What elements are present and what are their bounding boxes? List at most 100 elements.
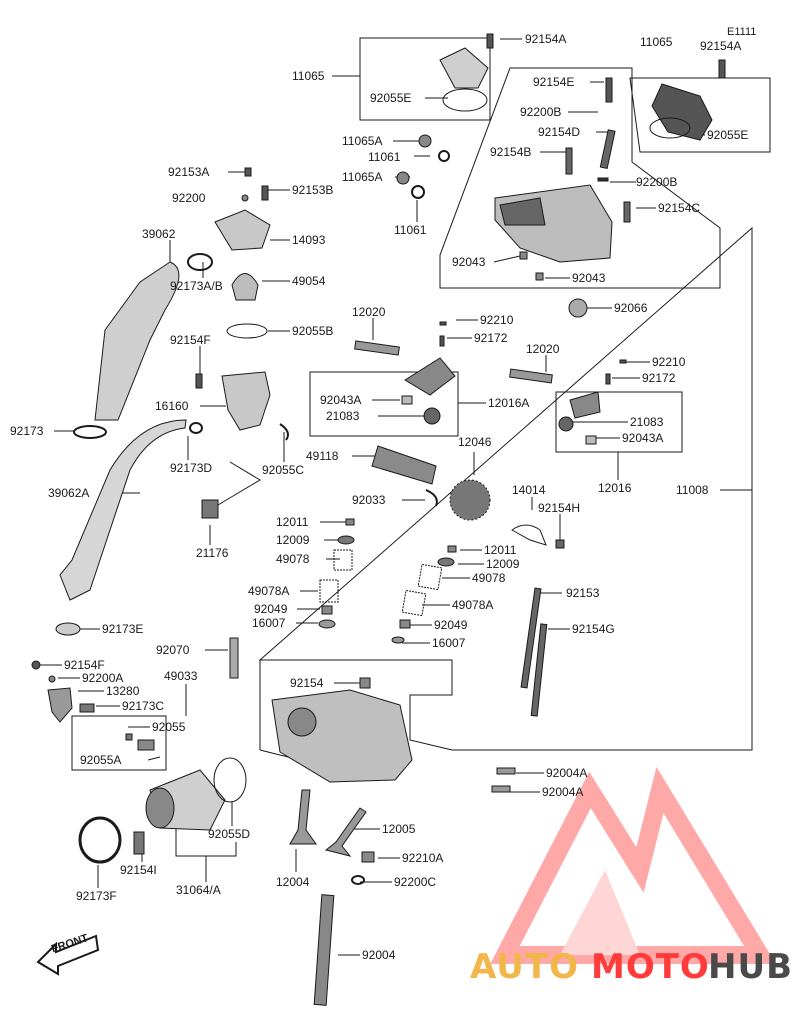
part-label: 92173F: [76, 889, 117, 903]
part-label: 13280: [106, 684, 140, 698]
part-label: 11065A: [342, 134, 383, 148]
part-label: 92154G: [572, 622, 615, 636]
bolt-icon: [486, 33, 494, 49]
part-label: 21176: [196, 546, 229, 560]
part-label: 92055E: [370, 91, 412, 105]
part-label: 92004: [362, 948, 396, 962]
part-label: 92173C: [122, 699, 165, 713]
bolt-icon: [599, 129, 616, 170]
part-label: 11065: [292, 69, 325, 83]
hose-icon: [59, 419, 187, 601]
sensor-bracket-icon: [47, 687, 73, 723]
group-frames: [71, 37, 771, 781]
watermark-text: HUB: [708, 947, 793, 987]
part-label: 92154: [290, 676, 324, 690]
long-bolt-icon: [530, 623, 548, 717]
plug-icon: [568, 298, 588, 318]
part-label: E1111: [727, 26, 757, 38]
part-label: 92172: [474, 331, 508, 345]
part-label: 92173: [10, 424, 44, 438]
part-label: 92055B: [292, 324, 334, 338]
part-label: 39062: [142, 227, 176, 241]
part-label: 12011: [276, 515, 309, 529]
bolt-icon: [605, 77, 613, 103]
part-label: 92153: [566, 586, 600, 600]
camshaft-icon: [371, 445, 437, 485]
part-label: 92154E: [533, 75, 575, 89]
part-label: 92173D: [170, 461, 213, 475]
part-label: 92210: [480, 313, 514, 327]
rocker-arm-icon: [404, 357, 456, 396]
part-label: 12046: [458, 435, 492, 449]
part-label: 49033: [164, 669, 198, 683]
part-label: 92154A: [525, 32, 567, 46]
clamp-icon: [55, 622, 81, 636]
part-label: 92173E: [102, 622, 144, 636]
pushrod-icon: [313, 894, 335, 1006]
part-label: 92043: [572, 271, 606, 285]
valve-spring-icon: [401, 589, 427, 617]
part-label: 11065A: [342, 170, 383, 184]
part-label: 92200B: [636, 175, 678, 189]
part-label: 11008: [676, 483, 709, 497]
cap-cover-icon: [439, 47, 489, 89]
cam-sprocket-icon: [449, 479, 491, 521]
part-label: 11061: [368, 150, 401, 164]
watermark-logo-icon: [490, 766, 776, 964]
valve-spring-icon: [417, 563, 443, 591]
part-label: 12004: [276, 875, 310, 889]
part-label: 11065: [640, 35, 673, 49]
part-label: 92043A: [622, 431, 664, 445]
bolt-icon: [565, 147, 573, 175]
part-label: 49054: [292, 274, 326, 288]
part-label: 92055A: [80, 753, 122, 767]
part-label: 92070: [156, 643, 190, 657]
part-label: 12011: [484, 543, 517, 557]
part-label: 92200: [172, 191, 206, 205]
part-label: 92066: [614, 301, 648, 315]
part-label: 12009: [486, 557, 520, 571]
shaft-icon: [354, 340, 400, 356]
part-label: 12009: [276, 533, 310, 547]
part-label: 21083: [630, 415, 664, 429]
bolt-icon: [718, 59, 726, 79]
part-label: 16007: [252, 616, 286, 630]
hose-icon: [94, 261, 180, 421]
part-label: 49118: [306, 449, 339, 463]
tensioner-guide-icon: [511, 524, 547, 546]
long-bolt-icon: [520, 587, 542, 689]
part-label: 92172: [642, 371, 676, 385]
o-ring-icon: [442, 88, 488, 112]
part-label: 92200C: [394, 875, 437, 889]
thermostat-icon: [231, 273, 259, 301]
part-label: 12020: [352, 305, 386, 319]
part-label: 12005: [382, 822, 416, 836]
part-shapes: [31, 33, 726, 1006]
part-label: 92200A: [82, 671, 124, 685]
part-label: 92153A: [168, 165, 210, 179]
exhaust-valve-icon: [324, 807, 367, 857]
part-label: 92033: [352, 493, 386, 507]
part-label: 11061: [394, 223, 427, 237]
part-label: 92154C: [658, 201, 701, 215]
part-label: 92004A: [542, 785, 584, 799]
part-label: 92154I: [120, 863, 157, 877]
clamp-icon: [78, 816, 122, 864]
part-label: 92154D: [538, 125, 581, 139]
part-label: 92154H: [538, 501, 581, 515]
part-label: 21083: [326, 409, 360, 423]
part-label: 92154F: [170, 333, 211, 347]
watermark-text: AUTO: [470, 947, 579, 987]
shaft-icon: [509, 368, 553, 384]
part-label: 92055: [152, 720, 186, 734]
part-label: 49078A: [248, 584, 290, 598]
part-label: 12016: [598, 481, 632, 495]
part-label: 92055D: [208, 827, 251, 841]
intake-valve-icon: [289, 789, 317, 845]
part-label: 12020: [526, 342, 560, 356]
part-label: 12016A: [488, 396, 530, 410]
part-label: 49078: [472, 571, 506, 585]
clamp-icon: [187, 253, 213, 271]
thermostat-cover-icon: [214, 209, 271, 251]
